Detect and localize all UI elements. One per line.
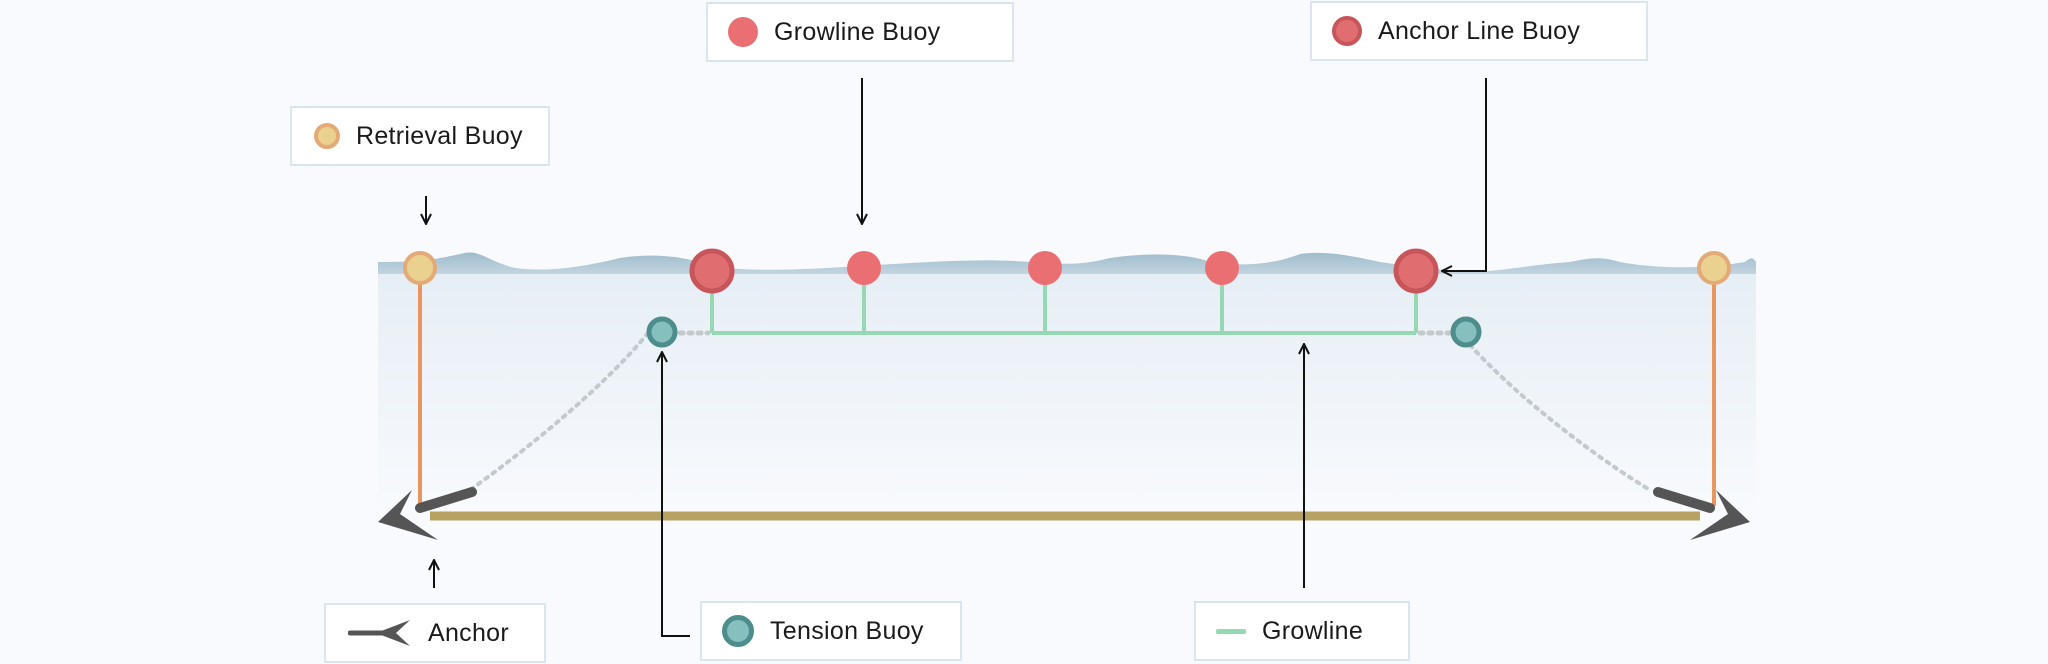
label-text: Tension Buoy: [770, 616, 924, 645]
tension-buoy: [1450, 316, 1482, 348]
anchor-line-buoy: [1393, 248, 1439, 294]
label-growline: Growline: [1194, 601, 1410, 661]
anchor-icon: [348, 620, 410, 646]
anchor-left: [378, 487, 477, 540]
tension-buoy-icon: [722, 615, 754, 647]
retrieval-buoy: [1697, 251, 1731, 285]
retrieval-buoy-icon: [314, 123, 340, 149]
tension-line-right: [1468, 343, 1652, 492]
label-anchor: Anchor: [324, 603, 546, 663]
growline-buoy: [1028, 251, 1062, 285]
water-surface: [378, 252, 1756, 274]
label-text: Retrieval Buoy: [356, 121, 523, 150]
anchor-right: [1653, 487, 1750, 540]
label-text: Anchor Line Buoy: [1378, 16, 1581, 45]
growline-buoy-icon: [728, 17, 758, 47]
water-body: [378, 272, 1756, 512]
anchor-line-buoy-icon: [1332, 16, 1362, 46]
label-anchor-line-buoy: Anchor Line Buoy: [1310, 1, 1648, 61]
label-text: Anchor: [428, 618, 510, 647]
label-text: Growline: [1262, 616, 1364, 645]
label-text: Growline Buoy: [774, 17, 941, 46]
growline-icon: [1216, 628, 1246, 634]
growline-buoy: [1205, 251, 1239, 285]
tension-buoy: [646, 316, 678, 348]
retrieval-buoy: [403, 251, 437, 285]
label-retrieval-buoy: Retrieval Buoy: [290, 106, 550, 166]
leader-tension-buoy: [662, 352, 690, 637]
tension-line-left: [468, 331, 650, 492]
leader-anchor-line-buoy: [1442, 78, 1487, 271]
anchor-line-buoy: [689, 248, 735, 294]
label-tension-buoy: Tension Buoy: [700, 601, 962, 661]
growline-buoy: [847, 251, 881, 285]
label-growline-buoy: Growline Buoy: [706, 2, 1014, 62]
